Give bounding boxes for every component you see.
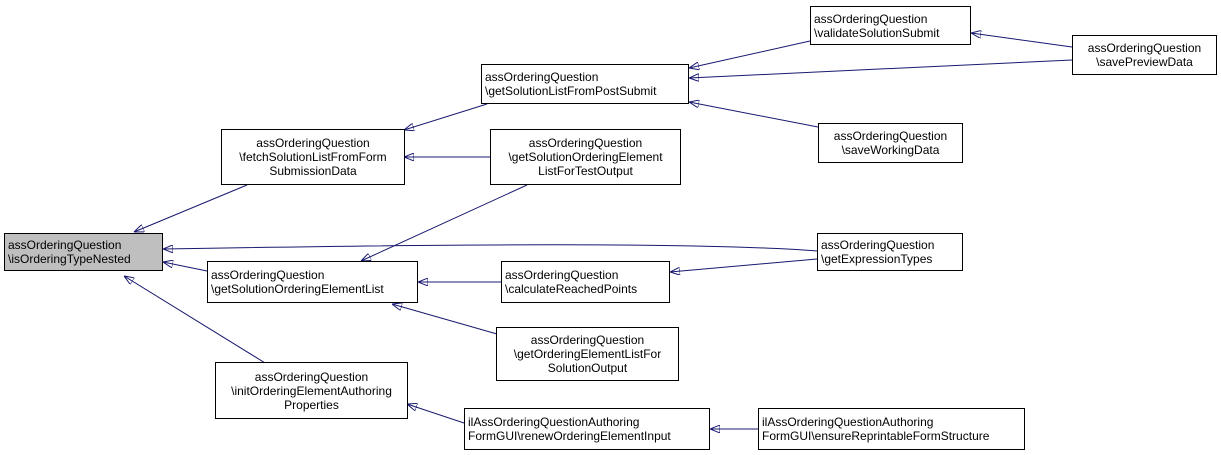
edge-expr-to-root (163, 244, 818, 251)
node-validate-solution-submit[interactable]: assOrderingQuestion \validateSolutionSub… (810, 6, 971, 45)
node-save-preview-data[interactable]: assOrderingQuestion \savePreviewData (1072, 35, 1217, 75)
node-renew-ordering-element-input[interactable]: ilAssOrderingQuestionAuthoring FormGUI\r… (464, 408, 710, 450)
edge-getsol-to-root (163, 262, 208, 272)
edge-solout-to-getsol (392, 304, 498, 335)
edge-fetch-to-root (134, 184, 248, 232)
node-get-solution-list-from-post-submit[interactable]: assOrderingQuestion \getSolutionListFrom… (481, 64, 689, 104)
edge-preview-to-post (689, 59, 1073, 78)
edge-post-to-fetch (404, 103, 488, 130)
node-get-solution-ordering-element-list[interactable]: assOrderingQuestion \getSolutionOrdering… (207, 261, 418, 303)
node-ensure-reprintable-form-structure[interactable]: ilAssOrderingQuestionAuthoring FormGUI\e… (758, 408, 1025, 450)
edge-init-to-root (124, 276, 271, 367)
edge-expr-to-calc (670, 258, 818, 272)
node-fetch-solution-list-from-form-submission-data[interactable]: assOrderingQuestion \fetchSolutionListFr… (221, 129, 405, 185)
edge-testout-to-getsol (361, 184, 528, 261)
node-get-ordering-element-list-for-solution-output[interactable]: assOrderingQuestion \getOrderingElementL… (496, 327, 679, 381)
edge-working-to-post (689, 102, 819, 128)
node-get-solution-ordering-element-list-for-test-output[interactable]: assOrderingQuestion \getSolutionOrdering… (490, 129, 681, 185)
node-calculate-reached-points[interactable]: assOrderingQuestion \calculateReachedPoi… (501, 261, 670, 303)
node-save-working-data[interactable]: assOrderingQuestion \saveWorkingData (818, 123, 963, 163)
node-is-ordering-type-nested: assOrderingQuestion \isOrderingTypeNeste… (4, 233, 163, 271)
edge-renew-to-init (407, 404, 465, 424)
edge-preview-to-validate (971, 33, 1073, 48)
node-init-ordering-element-authoring-properties[interactable]: assOrderingQuestion \initOrderingElement… (215, 362, 408, 419)
node-get-expression-types[interactable]: assOrderingQuestion \getExpressionTypes (817, 233, 963, 271)
edge-validate-to-post (689, 40, 811, 68)
